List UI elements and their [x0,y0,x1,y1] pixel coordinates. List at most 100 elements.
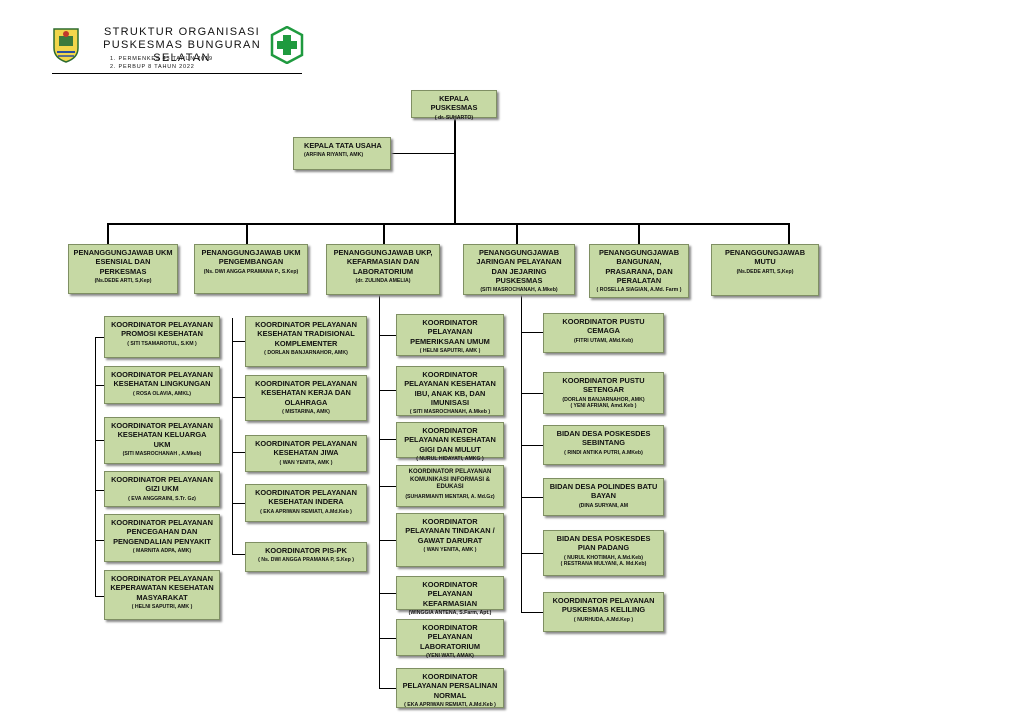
box-title: BIDAN DESA POLINDES BATU BAYAN [549,482,658,501]
box-title: KOORDINATOR PELAYANAN PUSKESMAS KELILING [552,596,655,615]
pj-box-jaringan: PENANGGUNGJAWAB JARINGAN PELAYANAN DAN J… [463,244,575,295]
koordinator-box: KOORDINATOR PELAYANAN PENCEGAHAN DAN PEN… [104,514,220,562]
box-name: ( EKA APRIWAN REMIATI, A.Md.Keb ) [404,701,496,708]
puskesmas-logo [270,25,304,65]
box-title: PENANGGUNGJAWAB JARINGAN PELAYANAN DAN J… [476,248,562,285]
box-name: ( HELNI SAPUTRI, AMK ) [419,347,481,354]
box-name: ( EVA ANGGRAINI, S.Tr. Gz) [128,495,196,502]
box-name: ( SITI TSAMAROTUL, S.KM ) [127,340,197,347]
box-title: KOORDINATOR PUSTU CEMAGA [562,317,645,336]
box-name: (DORLAN BANJARNAHOR, AMK) [562,396,645,403]
box-name: (FITRI UTAMI, AMd.Keb) [573,337,634,344]
box-title: KOORDINATOR PELAYANAN KESEHATAN KERJA DA… [255,379,357,407]
box-name: ( Ns. DWI ANGGA PRAMANA P, S.Kep ) [258,557,354,564]
header-divider [52,73,302,74]
box-name: ( NURUL HIDAYATI, AMKG ) [416,455,484,462]
koordinator-box: KOORDINATOR PELAYANAN KOMUNIKASI INFORMA… [396,465,504,507]
box-name: (ARFINA RIYANTI, AMK) [304,152,364,159]
box-name: ( NURHUDA, A.Md.Kep ) [573,616,634,623]
box-title: KOORDINATOR PELAYANAN PERSALINAN NORMAL [402,672,498,700]
box-name: (SITI MASROCHANAH, A.Mkeb) [480,287,558,293]
kepala-tata-usaha-box: KEPALA TATA USAHA (ARFINA RIYANTI, AMK) [293,137,391,170]
koordinator-box: KOORDINATOR PELAYANAN PERSALINAN NORMAL … [396,668,504,708]
kepala-puskesmas-box: KEPALA PUSKESMAS ( dr. SUHARTO) [411,90,497,121]
box-title: PENANGGUNGJAWAB UKM PENGEMBANGAN [201,248,301,267]
box-name: ( WAN YENITA, AMK ) [279,459,333,466]
box-title: KOORDINATOR PELAYANAN KEPERAWATAN KESEHA… [110,574,214,602]
koordinator-box: KOORDINATOR PELAYANAN PEMERIKSAAN UMUM (… [396,314,504,356]
box-name: ( NURUL KHOTIMAH, A.Md.Keb) [564,554,643,561]
box-name: ( ROSA OLAVIA, AMKL) [132,390,191,397]
box-title: KOORDINATOR PELAYANAN KESEHATAN IBU, ANA… [404,370,496,407]
regulation-ref-1: 1. PERMENKES 43 TAHUN 2019 [110,56,213,62]
box-title: KOORDINATOR PELAYANAN KESEHATAN JIWA [255,439,357,458]
box-name: (Ns.DEDE ARTI, S,Kep) [94,277,152,284]
koordinator-box: KOORDINATOR PELAYANAN KEFARMASIAN (WINGG… [396,576,504,616]
box-title: KEPALA TATA USAHA [304,141,382,150]
box-title: KOORDINATOR PELAYANAN TINDAKAN / GAWAT D… [405,517,495,545]
page-title: STRUKTUR ORGANISASI PUSKESMAS BUNGURAN S… [92,26,272,65]
box-name: ( dr. SUHARTO) [434,114,474,121]
koordinator-box: BIDAN DESA POSKESDES PIAN PADANG ( NURUL… [543,530,664,576]
box-title: KOORDINATOR PELAYANAN KESEHATAN LINGKUNG… [111,370,213,389]
box-title: KOORDINATOR PELAYANAN PENCEGAHAN DAN PEN… [111,518,213,546]
pj-box-ukm-esensial: PENANGGUNGJAWAB UKM ESENSIAL DAN PERKESM… [68,244,178,294]
koordinator-box: KOORDINATOR PELAYANAN KESEHATAN INDERA (… [245,484,367,522]
koordinator-box: KOORDINATOR PELAYANAN LABORATORIUM (YENI… [396,619,504,659]
box-name: ( HELNI SAPUTRI, AMK ) [131,603,193,610]
box-name: (YENI WATI, AMAK) [426,652,474,659]
box-title: PENANGGUNGJAWAB MUTU [724,248,806,267]
box-name: ( DORLAN BANJARNAHOR, AMK) [264,349,348,356]
box-title: BIDAN DESA POSKESDES SEBINTANG [556,429,651,448]
koordinator-box: KOORDINATOR PELAYANAN TINDAKAN / GAWAT D… [396,513,504,567]
box-title: KOORDINATOR PUSTU SETENGAR [562,376,645,395]
box-title: KOORDINATOR PELAYANAN PEMERIKSAAN UMUM [410,318,490,346]
box-name: ( ROSELLA SIAGIAN, A.Md. Farm ) [596,287,682,293]
koordinator-box: BIDAN DESA POLINDES BATU BAYAN (DINA SUR… [543,478,664,516]
koordinator-box: KOORDINATOR PELAYANAN GIZI UKM ( EVA ANG… [104,471,220,507]
koordinator-box: KOORDINATOR PELAYANAN PUSKESMAS KELILING… [543,592,664,632]
title-line-2: PUSKESMAS BUNGURAN SELATAN [103,39,261,64]
box-name: ( SITI MASROCHANAH, A.Mkeb ) [409,409,491,415]
box-title: KOORDINATOR PELAYANAN KESEHATAN INDERA [255,488,357,507]
pj-box-bangunan: PENANGGUNGJAWAB BANGUNAN, PRASARANA, DAN… [589,244,689,298]
koordinator-box: KOORDINATOR PELAYANAN KESEHATAN IBU, ANA… [396,366,504,416]
koordinator-box: KOORDINATOR PELAYANAN KESEHATAN GIGI DAN… [396,422,504,462]
box-title: PENANGGUNGJAWAB UKP, KEFARMASIAN DAN LAB… [333,248,433,276]
box-title: KOORDINATOR PELAYANAN KESEHATAN GIGI DAN… [404,426,496,454]
box-name: (SUHARMIANTI MENTARI, A. Md.Gz) [405,493,495,500]
box-title: KEPALA PUSKESMAS [430,94,478,113]
box-title: KOORDINATOR PELAYANAN PROMOSI KESEHATAN [111,320,213,339]
box-name: (WINGGIA ANTENA, S.Farm, Apt.) [408,609,492,616]
box-name: ( WAN YENITA, AMK ) [423,546,477,553]
box-title: KOORDINATOR PELAYANAN KESEHATAN TRADISIO… [255,320,357,348]
box-name-2: ( YENI AFRIANI, Amd.Keb ) [570,403,637,410]
koordinator-box: KOORDINATOR PELAYANAN KESEHATAN KELUARGA… [104,417,220,464]
box-name: (Ns.DEDE ARTI, S,Kep) [736,268,794,275]
pj-box-ukm-pengembangan: PENANGGUNGJAWAB UKM PENGEMBANGAN (Ns. DW… [194,244,308,294]
koordinator-box: KOORDINATOR PELAYANAN KESEHATAN KERJA DA… [245,375,367,421]
box-name-2: ( RESTRANA MULYANI, A. Md.Keb) [560,561,647,568]
box-name: ( MARNITA ADPA, AMK) [132,547,192,554]
box-title: KOORDINATOR PELAYANAN KESEHATAN KELUARGA… [111,421,213,449]
box-name: (SITI MASROCHANAH , A.Mkeb) [122,450,202,457]
box-title: KOORDINATOR PELAYANAN LABORATORIUM [419,623,481,651]
koordinator-box: KOORDINATOR PELAYANAN KEPERAWATAN KESEHA… [104,570,220,620]
koordinator-box: KOORDINATOR PELAYANAN KESEHATAN JIWA ( W… [245,435,367,472]
regulation-ref-2: 2. PERBUP 8 TAHUN 2022 [110,64,195,70]
box-title: KOORDINATOR PELAYANAN KEFARMASIAN [422,580,478,608]
box-name: (Ns. DWI ANGGA PRAMANA P., S.Kep) [203,268,299,275]
box-title: KOORDINATOR PELAYANAN KOMUNIKASI INFORMA… [408,469,492,490]
box-title: KOORDINATOR PIS-PK [265,546,347,555]
koordinator-box: BIDAN DESA POSKESDES SEBINTANG ( RINDI A… [543,425,664,465]
box-name: ( RINDI ANTIKA PUTRI, A.MKeb) [564,449,643,456]
regency-logo [52,26,80,64]
pj-box-ukp: PENANGGUNGJAWAB UKP, KEFARMASIAN DAN LAB… [326,244,440,295]
koordinator-box: KOORDINATOR PIS-PK ( Ns. DWI ANGGA PRAMA… [245,542,367,572]
box-name: ( MISTARINA, AMK) [282,408,330,415]
pj-box-mutu: PENANGGUNGJAWAB MUTU (Ns.DEDE ARTI, S,Ke… [711,244,819,296]
koordinator-box: KOORDINATOR PELAYANAN KESEHATAN LINGKUNG… [104,366,220,404]
box-title: PENANGGUNGJAWAB UKM ESENSIAL DAN PERKESM… [73,248,173,276]
title-line-1: STRUKTUR ORGANISASI [103,26,261,38]
koordinator-box: KOORDINATOR PELAYANAN KESEHATAN TRADISIO… [245,316,367,367]
